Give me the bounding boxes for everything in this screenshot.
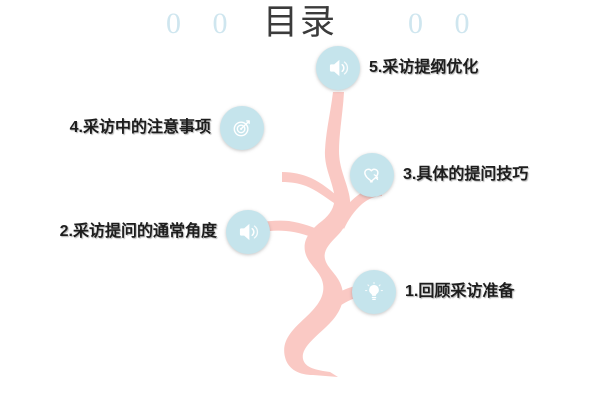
tree-trunk-and-branches (259, 92, 382, 377)
slide-header: 0 0 目录 0 0 (0, 0, 600, 48)
decoration-zeros-left: 0 0 (166, 7, 240, 40)
toc-item-5-label: 5.采访提纲优化 (369, 59, 479, 76)
decoration-zeros-right: 0 0 (408, 7, 482, 40)
toc-item-2-label: 2.采访提问的通常角度 (59, 223, 217, 240)
branch-to-node-4 (282, 172, 340, 203)
megaphone-icon[interactable] (226, 210, 270, 254)
target-icon[interactable] (220, 106, 264, 150)
toc-item-2[interactable]: 2.采访提问的通常角度 (60, 210, 270, 254)
branch-to-node-2 (259, 220, 326, 241)
toc-item-5[interactable]: 5.采访提纲优化 (316, 46, 478, 90)
megaphone-icon[interactable] (316, 46, 360, 90)
toc-item-1[interactable]: 1.回顾采访准备 (352, 270, 514, 314)
toc-item-3-label: 3.具体的提问技巧 (403, 166, 529, 183)
toc-item-3[interactable]: 3.具体的提问技巧 (350, 153, 528, 197)
toc-item-1-label: 1.回顾采访准备 (405, 283, 515, 300)
toc-item-4[interactable]: 4.采访中的注意事项 (70, 106, 264, 150)
page-title: 目录 (262, 3, 337, 42)
toc-item-4-label: 4.采访中的注意事项 (69, 119, 211, 136)
heart-hand-icon[interactable] (350, 153, 394, 197)
lightbulb-icon[interactable] (352, 270, 396, 314)
